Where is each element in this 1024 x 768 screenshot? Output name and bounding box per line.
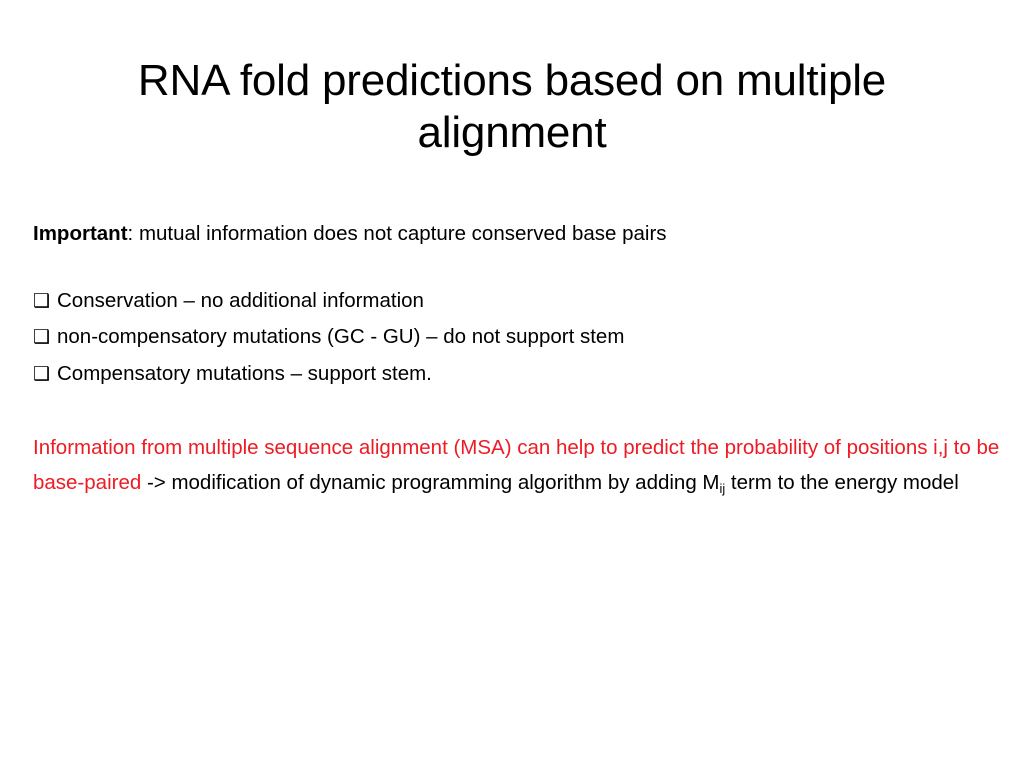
- subscript-ij: ij: [719, 481, 726, 497]
- important-label: Important: [33, 222, 128, 245]
- list-item: ❑ Conservation – no additional informatio…: [33, 288, 1018, 312]
- closing-paragraph-highlight: Information from multiple sequence align…: [33, 436, 1000, 495]
- list-item-label: Conservation – no additional information: [57, 288, 424, 312]
- list-item: ❑ Compensatory mutations – support stem.: [33, 361, 1018, 385]
- bullet-list: ❑ Conservation – no additional informatio…: [33, 288, 1018, 385]
- page-title-line-2: alignment: [417, 107, 607, 157]
- closing-paragraph: Information from multiple sequence align…: [33, 430, 1018, 500]
- list-item: ❑ non-compensatory mutations (GC - GU) – …: [33, 325, 1018, 348]
- shadowed-square-bullet-icon: ❑: [33, 363, 51, 385]
- page-title: RNA fold predictions based on multiple a…: [52, 55, 972, 157]
- list-item-label: non-compensatory mutations (GC - GU) – d…: [57, 325, 625, 348]
- slide-body: Important: mutual information does not c…: [33, 222, 1018, 521]
- list-item-label: Compensatory mutations – support stem.: [57, 361, 432, 385]
- closing-paragraph-rest-before-subscript: -> modification of dynamic programming a…: [141, 471, 720, 495]
- closing-paragraph-rest-after-subscript: term to the energy model: [725, 471, 959, 495]
- important-separator: :: [127, 222, 139, 245]
- important-note: Important: mutual information does not c…: [33, 222, 1018, 245]
- shadowed-square-bullet-icon: ❑: [33, 290, 51, 312]
- important-text: mutual information does not capture cons…: [138, 222, 667, 245]
- page-title-line-1: RNA fold predictions based on multiple: [137, 56, 887, 106]
- shadowed-square-bullet-icon: ❑: [33, 327, 51, 348]
